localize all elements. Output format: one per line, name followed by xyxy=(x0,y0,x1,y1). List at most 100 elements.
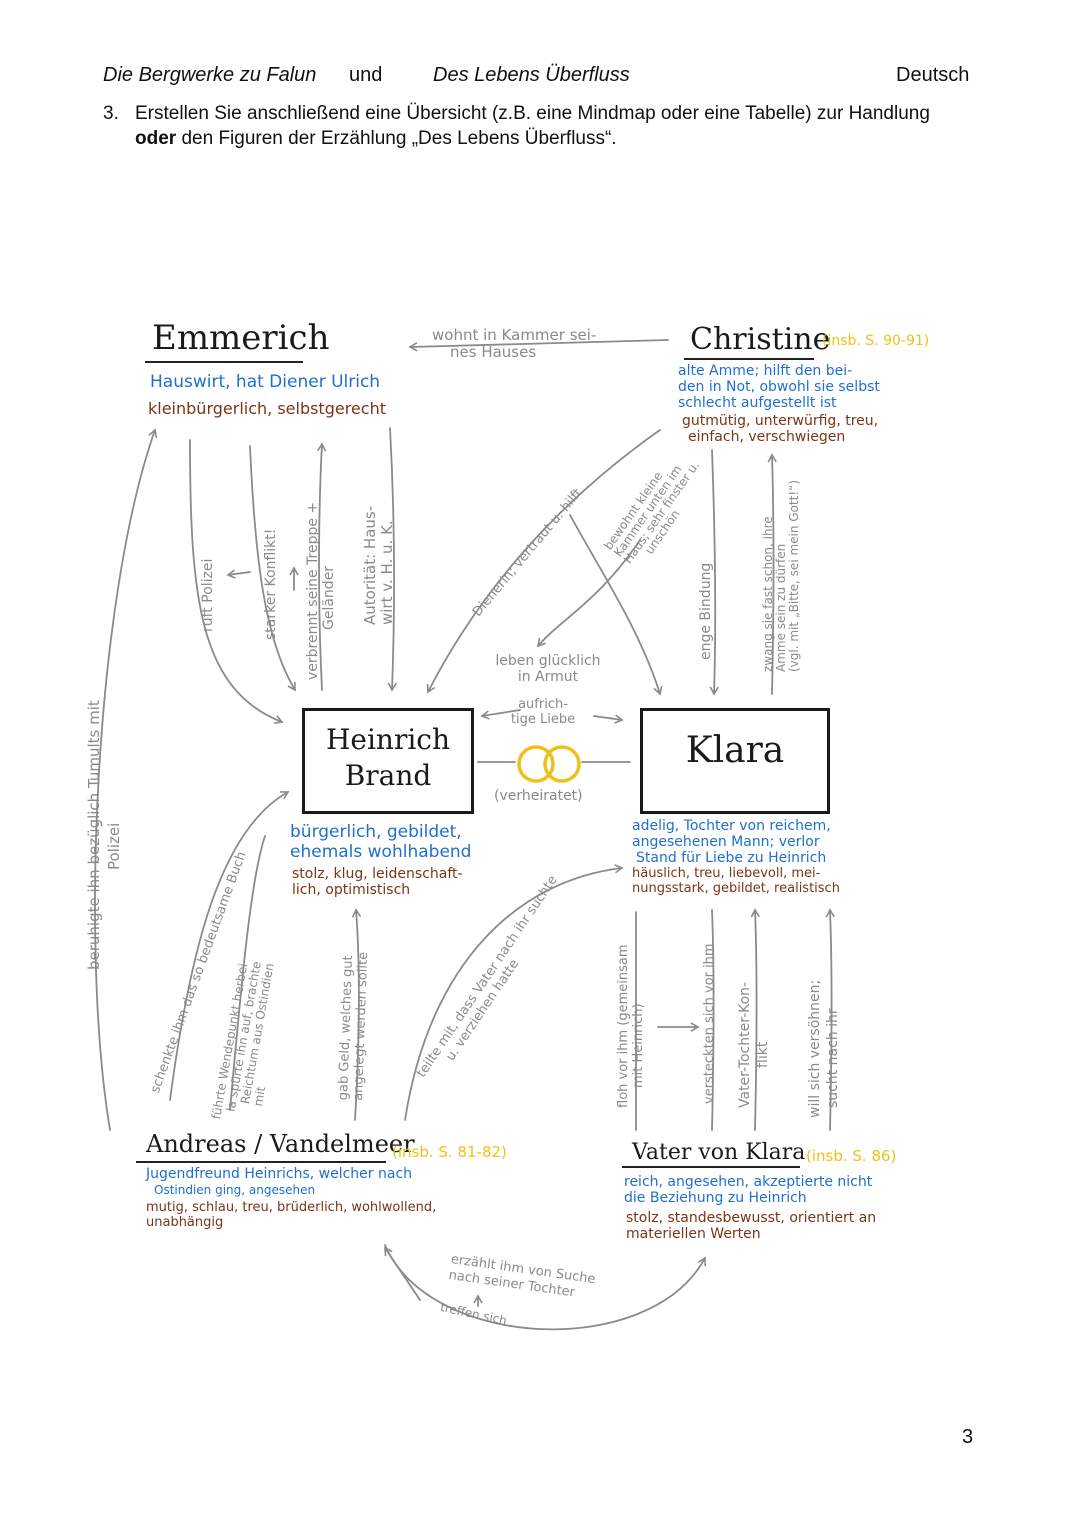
andreas-ref: (insb. S. 81-82) xyxy=(392,1143,507,1161)
emmerich-desc-brown: kleinbürgerlich, selbstgerecht xyxy=(148,399,386,418)
christine-ref: (insb. S. 90-91) xyxy=(822,333,930,349)
relation-beruhigte-2: Polizei xyxy=(105,822,123,870)
arrow-emmerich-heinrich-2 xyxy=(249,445,296,692)
emmerich-desc-blue: Hauswirt, hat Diener Ulrich xyxy=(150,372,381,392)
vater-desc-brown-2: materiellen Werten xyxy=(626,1226,761,1242)
heinrich-desc-brown-2: lich, optimistisch xyxy=(292,882,411,898)
relation-enge-bindung: enge Bindung xyxy=(698,562,714,660)
header-title-left: Die Bergwerke zu Falun xyxy=(103,64,317,86)
arrow-vater-klara-2 xyxy=(750,908,760,1131)
relation-verbrennt-2: Geländer xyxy=(321,565,337,630)
arrow-christine-klara xyxy=(569,514,663,696)
task: 3. Erstellen Sie anschließend eine Übers… xyxy=(103,101,983,151)
christine-desc-blue-2: den in Not, obwohl sie selbst xyxy=(678,379,880,395)
klara-desc-brown-2: nungsstark, gebildet, realistisch xyxy=(632,881,840,896)
relation-verbrennt: verbrennt seine Treppe + Geländer xyxy=(305,502,337,680)
relation-leben-1: leben glücklich xyxy=(495,653,601,669)
arrow-aufrichtig-left xyxy=(480,709,521,720)
arrow-andreas-heinrich xyxy=(169,791,290,1101)
christine-desc-brown: gutmütig, unterwürfig, treu, einfach, ve… xyxy=(682,413,878,445)
relation-floh-2: mit Heinrich) xyxy=(631,1003,646,1088)
arrow-andreas-klara xyxy=(404,864,624,1121)
klara-desc-blue-3: Stand für Liebe zu Heinrich xyxy=(636,850,827,866)
andreas-desc-brown-2: unabhängig xyxy=(146,1215,224,1230)
relation-aufrichtig: aufrich- tige Liebe xyxy=(508,697,578,727)
heinrich-desc-blue-2: ehemals wohlhabend xyxy=(290,842,472,862)
vater-desc-blue-1: reich, angesehen, akzeptierte nicht xyxy=(624,1174,873,1190)
christine-underline xyxy=(684,358,814,360)
klara-desc-brown-1: häuslich, treu, liebevoll, mei- xyxy=(632,866,821,881)
relation-vater-tochter: Vater-Tochter-Kon- flikt xyxy=(736,982,772,1108)
task-line-2: oder den Figuren der Erzählung „Des Lebe… xyxy=(135,126,983,151)
vater-desc-blue: reich, angesehen, akzeptierte nicht die … xyxy=(624,1174,872,1206)
relation-aufrichtig-1: aufrich- xyxy=(518,697,568,712)
rings-icon xyxy=(517,745,581,783)
relation-zwang-3: (vgl. mit „Bitte, sei mein Gott!“) xyxy=(787,479,801,672)
relation-verheiratet: (verheiratet) xyxy=(494,788,583,804)
relation-versteckten: versteckten sich vor ihm xyxy=(702,943,717,1104)
arrow-bottom-curve-start xyxy=(384,1246,421,1301)
arrow-christine-klara-2 xyxy=(709,449,719,696)
christine-desc-brown-1: gutmütig, unterwürfig, treu, xyxy=(682,413,879,429)
emmerich-name: Emmerich xyxy=(152,318,330,358)
task-line-1: Erstellen Sie anschließend eine Übersich… xyxy=(135,103,930,124)
relation-beruhigte-1: beruhigte ihn bezüglich Tumults mit xyxy=(85,700,103,970)
klara-desc-brown: häuslich, treu, liebevoll, mei- nungssta… xyxy=(632,866,840,896)
heinrich-desc-blue-1: bürgerlich, gebildet, xyxy=(290,822,462,842)
task-number: 3. xyxy=(103,103,119,124)
relation-autoritaet-1: Autorität: Haus- xyxy=(361,505,379,625)
relation-floh-1: floh vor ihm (gemeinsam xyxy=(616,944,631,1108)
heinrich-box xyxy=(302,708,474,814)
relation-floh: floh vor ihm (gemeinsam mit Heinrich) xyxy=(616,944,646,1108)
relation-zwang: zwang sie fast schon, ihre Amme sein zu … xyxy=(761,479,801,672)
relation-versoehnen-1: will sich versöhnen; xyxy=(807,979,823,1118)
klara-name: Klara xyxy=(685,730,785,771)
christine-name: Christine xyxy=(690,322,831,357)
heinrich-name: Heinrich Brand xyxy=(318,722,458,794)
christine-desc-blue-3: schlecht aufgestellt ist xyxy=(678,395,837,411)
relation-beruhigte: beruhigte ihn bezüglich Tumults mit Poli… xyxy=(84,700,124,970)
page-number: 3 xyxy=(962,1426,974,1448)
arrow-bottom-curve xyxy=(384,1244,706,1331)
christine-desc-blue-1: alte Amme; hilft den bei- xyxy=(678,363,853,379)
header-and: und xyxy=(349,64,383,86)
vater-desc-brown: stolz, standesbewusst, orientiert an mat… xyxy=(626,1210,876,1242)
relation-versoehnen-2: sucht nach ihr xyxy=(825,1008,841,1108)
vater-ref: (insb. S. 86) xyxy=(806,1147,897,1165)
heinrich-desc-brown: stolz, klug, leidenschaft- lich, optimis… xyxy=(292,866,463,898)
arrow-vater-klara xyxy=(711,909,715,1131)
relation-vater-tochter-2: flikt xyxy=(755,1041,771,1068)
arrow-andreas-emmerich xyxy=(94,428,158,1131)
header-subject: Deutsch xyxy=(896,64,970,86)
arrow-christine-heinrich xyxy=(426,429,661,694)
relation-leben: leben glücklich in Armut xyxy=(488,653,608,685)
task-line-2-rest: den Figuren der Erzählung „Des Lebens Üb… xyxy=(176,128,617,149)
andreas-desc-blue-1: Jugendfreund Heinrichs, welcher nach xyxy=(146,1166,413,1182)
heinrich-desc-brown-1: stolz, klug, leidenschaft- xyxy=(292,866,463,882)
klara-box xyxy=(640,708,830,814)
klara-desc-blue-2: angesehenen Mann; verlor xyxy=(632,834,820,850)
relation-versoehnen: will sich versöhnen; sucht nach ihr xyxy=(806,980,842,1118)
arrow-vater-klara-3 xyxy=(825,908,835,1131)
relation-aufrichtig-2: tige Liebe xyxy=(510,712,576,727)
arrow-andreas-heinrich-3 xyxy=(351,908,362,1121)
arrow-bewohnt xyxy=(536,539,641,648)
relation-autoritaet: Autorität: Haus- wirt v. H. u. K. xyxy=(361,505,396,625)
task-bold: oder xyxy=(135,128,177,149)
christine-desc-blue: alte Amme; hilft den bei- den in Not, ob… xyxy=(678,363,880,411)
arrow-emmerich-heinrich-1 xyxy=(189,439,284,724)
arrow-klara-christine xyxy=(767,453,777,695)
relation-wohnt-1: wohnt in Kammer sei- xyxy=(432,326,597,344)
arrow-left-small xyxy=(226,569,251,579)
andreas-underline xyxy=(136,1161,386,1163)
andreas-desc-brown: mutig, schlau, treu, brüderlich, wohlwol… xyxy=(146,1200,436,1230)
klara-desc-blue: adelig, Tochter von reichem, angesehenen… xyxy=(632,818,831,866)
relation-autoritaet-2: wirt v. H. u. K. xyxy=(378,520,396,625)
andreas-desc-blue: Jugendfreund Heinrichs, welcher nach Ost… xyxy=(146,1166,412,1198)
relation-ruft-polizei: ruft Polizei xyxy=(200,558,216,632)
christine-desc-brown-2: einfach, verschwiegen xyxy=(688,429,846,445)
relation-wohnt: wohnt in Kammer sei- nes Hauses xyxy=(432,327,596,361)
relation-gab-geld: gab Geld, welches gut angelegt werden so… xyxy=(336,951,371,1101)
andreas-desc-brown-1: mutig, schlau, treu, brüderlich, wohlwol… xyxy=(146,1200,437,1215)
